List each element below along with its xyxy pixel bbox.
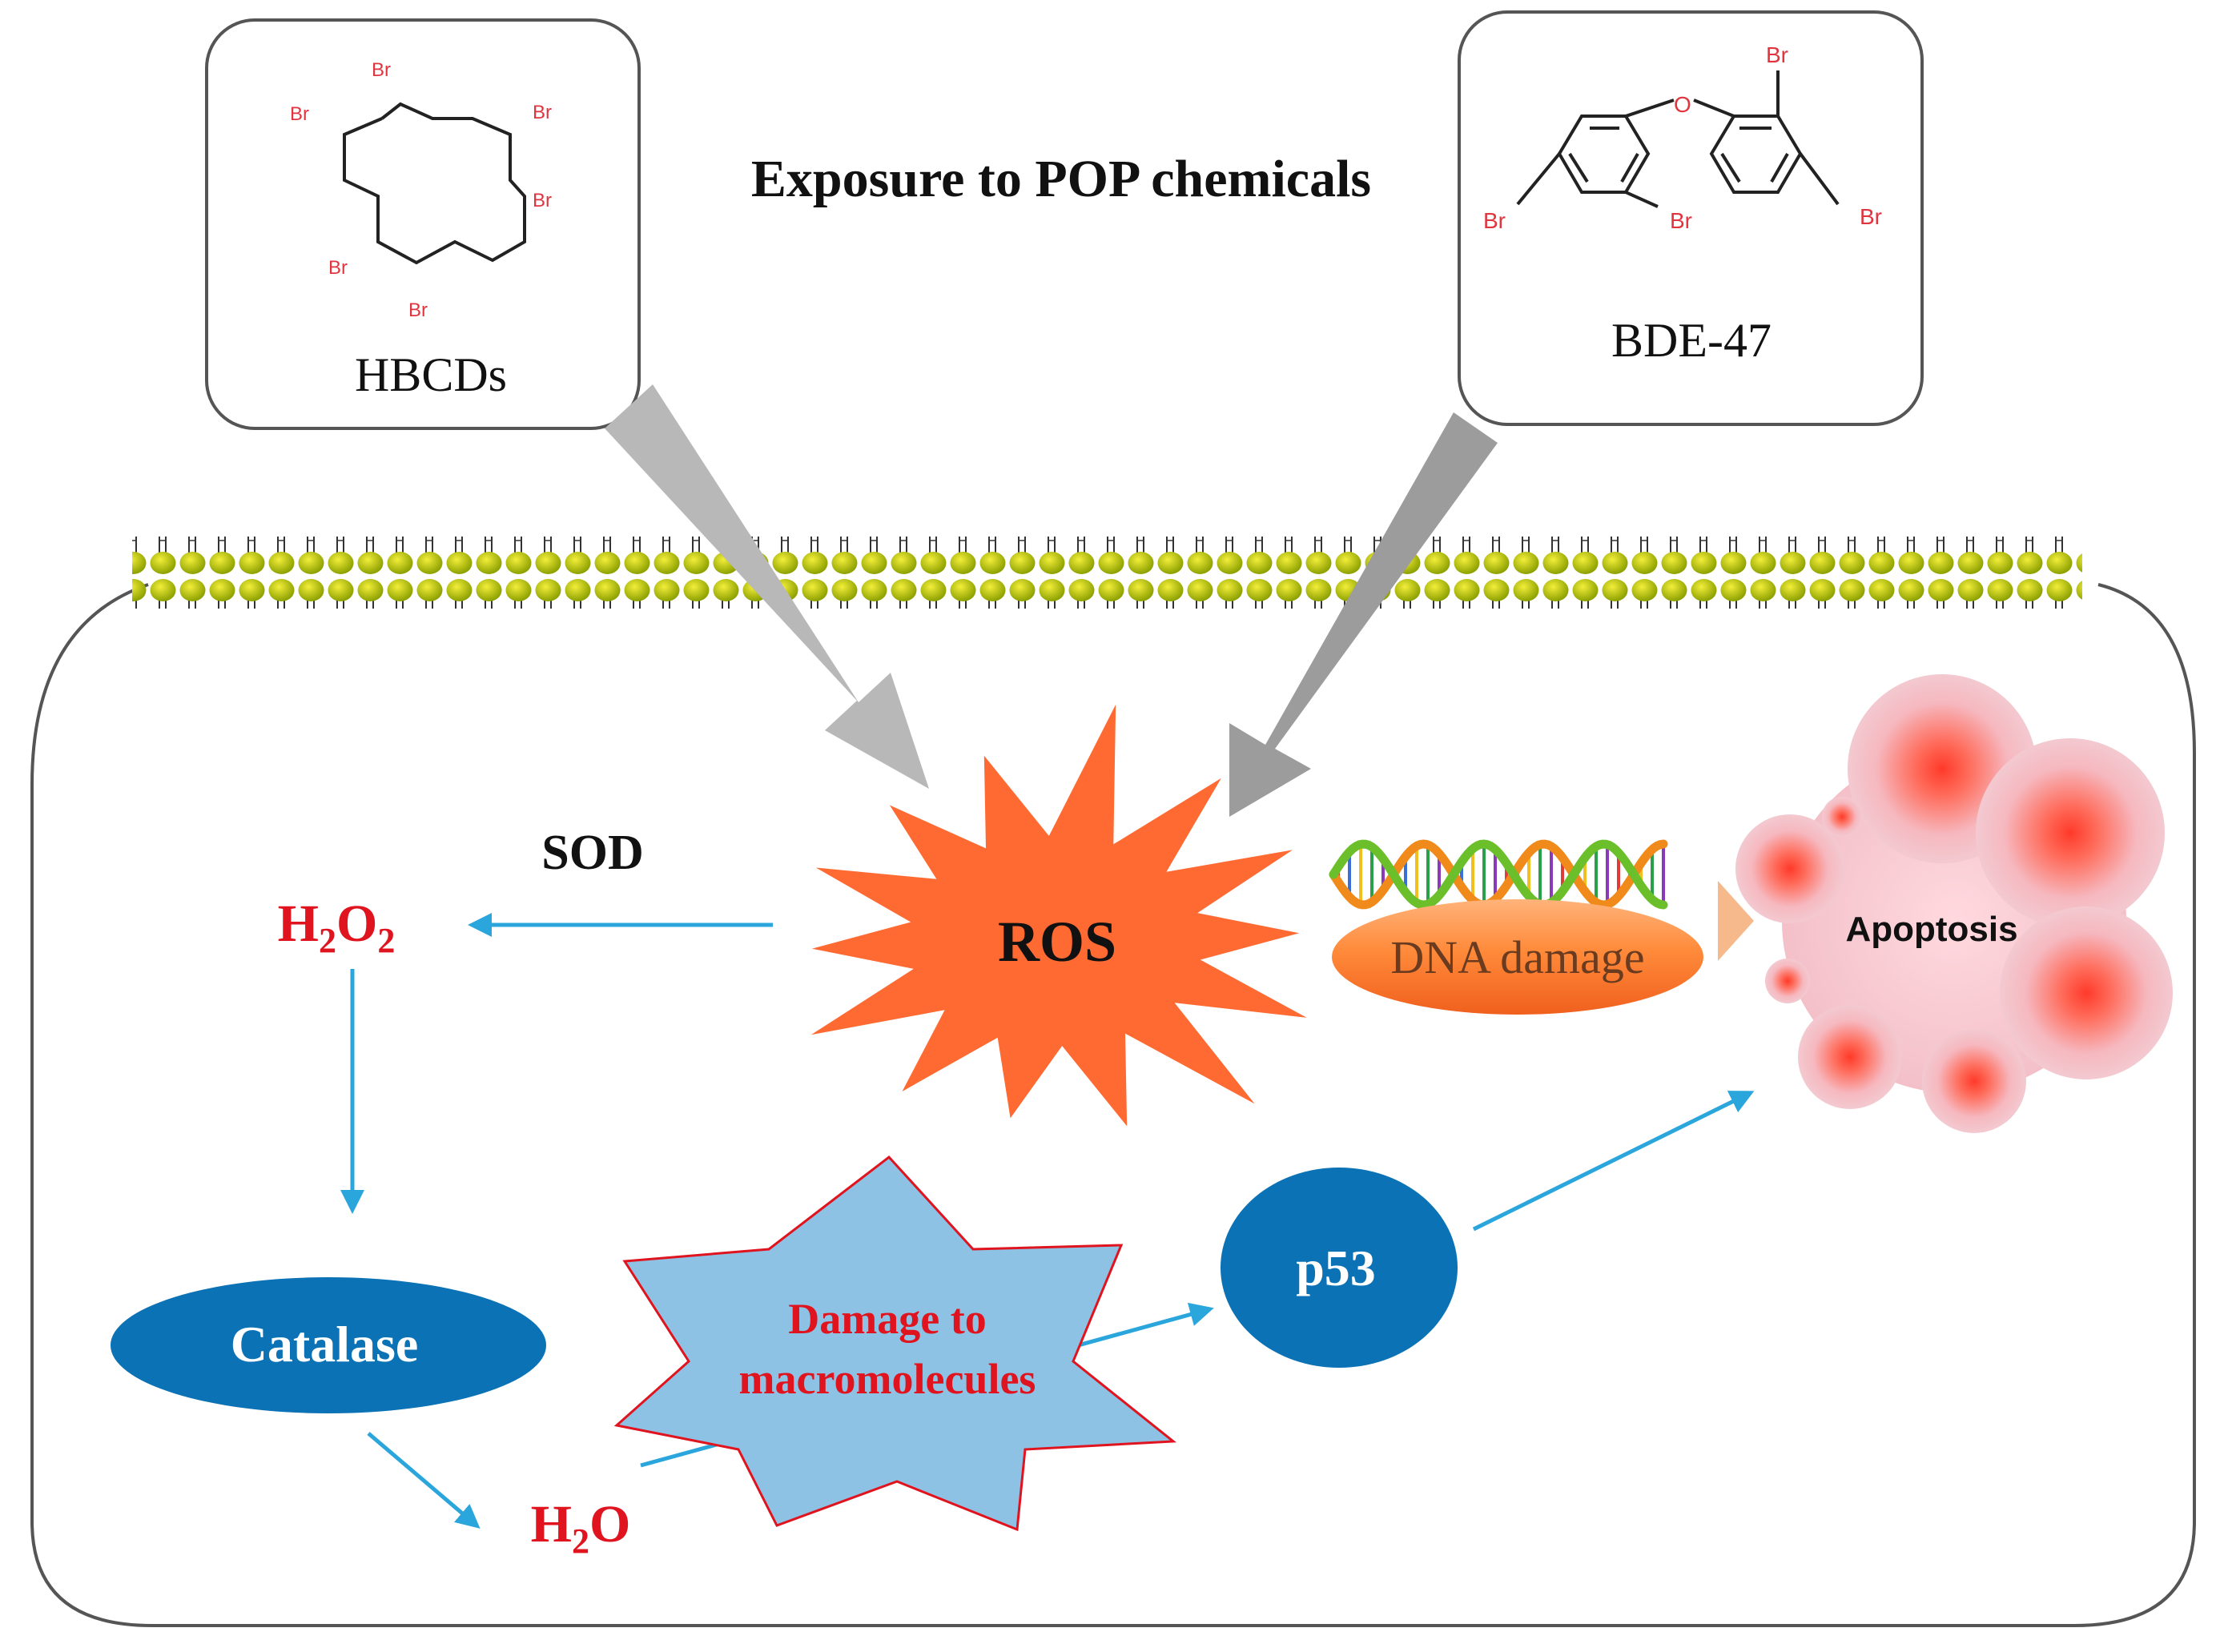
atom-label: Br [533, 190, 552, 211]
atom-label: Br [408, 299, 428, 321]
atom-label: Br [1483, 208, 1506, 233]
atom-label: Br [1860, 204, 1882, 229]
dna-to-apoptosis-arrowhead [1718, 881, 1754, 961]
macromolecule-damage-star: Damage to macromolecules [613, 1155, 1177, 1532]
catalase-label: Catalase [231, 1316, 419, 1373]
dna-damage-label: DNA damage [1390, 931, 1644, 983]
bde47-to-ros-arrow [1229, 412, 1498, 817]
hbcd-to-ros-arrow [605, 384, 929, 789]
atom-label: Br [290, 103, 309, 125]
dna-damage-node: DNA damage [1329, 839, 1703, 1015]
ros-label: ROS [998, 910, 1116, 974]
cell-outline [30, 583, 2196, 1627]
cell-membrane [132, 537, 2082, 609]
damage-label-line2: macromolecules [739, 1355, 1036, 1403]
hbcd-structure-icon [343, 102, 526, 265]
atom-label: Br [372, 59, 391, 81]
bde47-atom-labels: O Br Br Br Br [1483, 42, 1882, 233]
apoptosis-label: Apoptosis [1845, 910, 2017, 949]
diagram-title: Exposure to POP chemicals [751, 150, 1371, 208]
damage-label-line1: Damage to [788, 1295, 986, 1343]
h2o-label: H2O [531, 1495, 631, 1561]
atom-label: Br [1766, 42, 1788, 67]
dna-damage-pill [1332, 899, 1703, 1015]
dna-helix-icon [1329, 839, 1668, 910]
hbcd-box: Br Br Br Br Br Br HBCDs [205, 18, 641, 430]
sod-label: SOD [541, 826, 643, 880]
h2o2-label: H2O2 [278, 894, 396, 960]
bde47-label: BDE-47 [1611, 314, 1772, 367]
bde47-structure-icon [1516, 70, 1840, 208]
hbcd-bromine-labels: Br Br Br Br Br Br [290, 59, 552, 321]
atom-label: Br [1670, 208, 1692, 233]
hbcd-label: HBCDs [355, 348, 507, 401]
atom-label: O [1674, 92, 1691, 117]
bde47-box: O Br Br Br Br BDE-47 [1458, 10, 1924, 426]
p53-label: p53 [1296, 1240, 1376, 1296]
ros-burst: ROS [810, 704, 1307, 1127]
catalase-node [111, 1277, 546, 1413]
atom-label: Br [533, 102, 552, 123]
atom-label: Br [328, 257, 348, 279]
p53-node [1221, 1168, 1458, 1368]
p53-to-apoptosis-arrow [1472, 1091, 1755, 1232]
catalase-to-h2o-arrow [367, 1432, 481, 1529]
apoptotic-cell-cluster: Apoptosis [1735, 674, 2173, 1133]
